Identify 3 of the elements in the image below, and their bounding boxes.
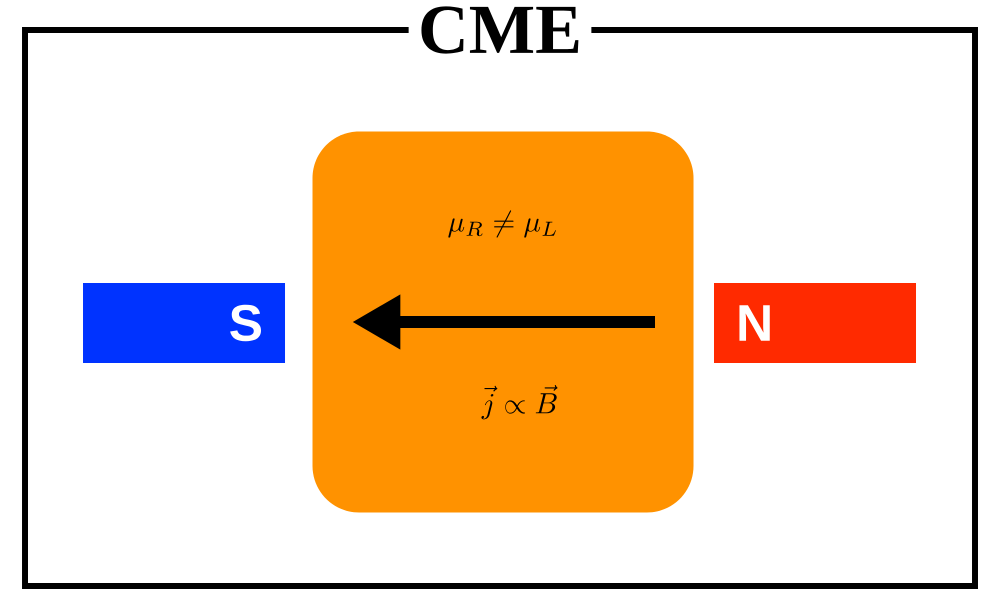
rounded-box: $\mu_R \neq \mu_L$ $\vec{j} \propto \vec{B}$ — [312, 132, 694, 512]
magnet-bar: S — [83, 283, 286, 363]
magnet-bar: N — [714, 283, 916, 363]
